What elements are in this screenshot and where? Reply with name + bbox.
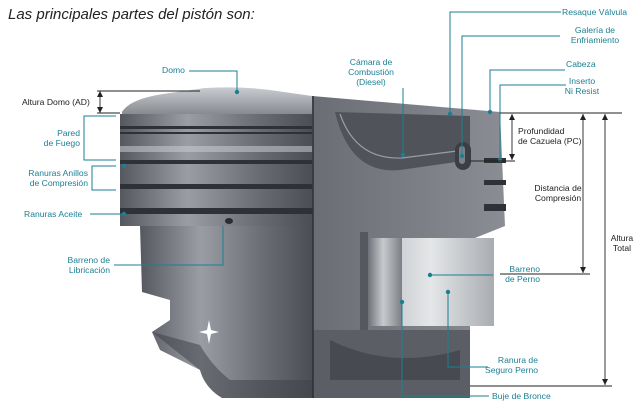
callout-dots — [121, 89, 503, 305]
four-point-star-icon — [199, 320, 219, 344]
label-resaque-valvula: Resaque Válvula — [562, 7, 627, 17]
dimension-arrowheads — [97, 91, 608, 385]
leader-barreno-lub — [114, 226, 224, 266]
leader-cabeza — [489, 69, 565, 112]
leader-inserto — [499, 84, 566, 160]
ring-grooves-left — [120, 126, 313, 214]
dimension-lines — [97, 90, 622, 387]
oil-hole — [225, 218, 233, 224]
bronze-bushing — [368, 238, 402, 326]
leader-resaque — [449, 11, 561, 114]
fire-land-highlight — [120, 146, 313, 152]
callout-lines — [83, 11, 566, 397]
label-ranuras-aceite: Ranuras Aceite — [24, 209, 83, 219]
skirt-left — [140, 226, 313, 398]
leader-ranuras-anillos — [91, 165, 116, 191]
label-altura-domo: Altura Domo (AD) — [22, 97, 90, 107]
leader-galeria — [461, 35, 560, 156]
dome-crown — [122, 87, 312, 118]
leader-buje — [401, 302, 489, 397]
leader-pared — [83, 115, 116, 161]
label-cabeza: Cabeza — [566, 59, 596, 69]
label-buje-bronce: Buje de Bronce — [492, 391, 551, 401]
ring-grooves-right — [484, 158, 506, 211]
diagram-heading: Las principales partes del pistón son: — [8, 6, 255, 23]
leader-domo — [189, 70, 238, 92]
label-domo: Domo — [162, 65, 185, 75]
leader-ranura-seguro — [447, 292, 488, 368]
